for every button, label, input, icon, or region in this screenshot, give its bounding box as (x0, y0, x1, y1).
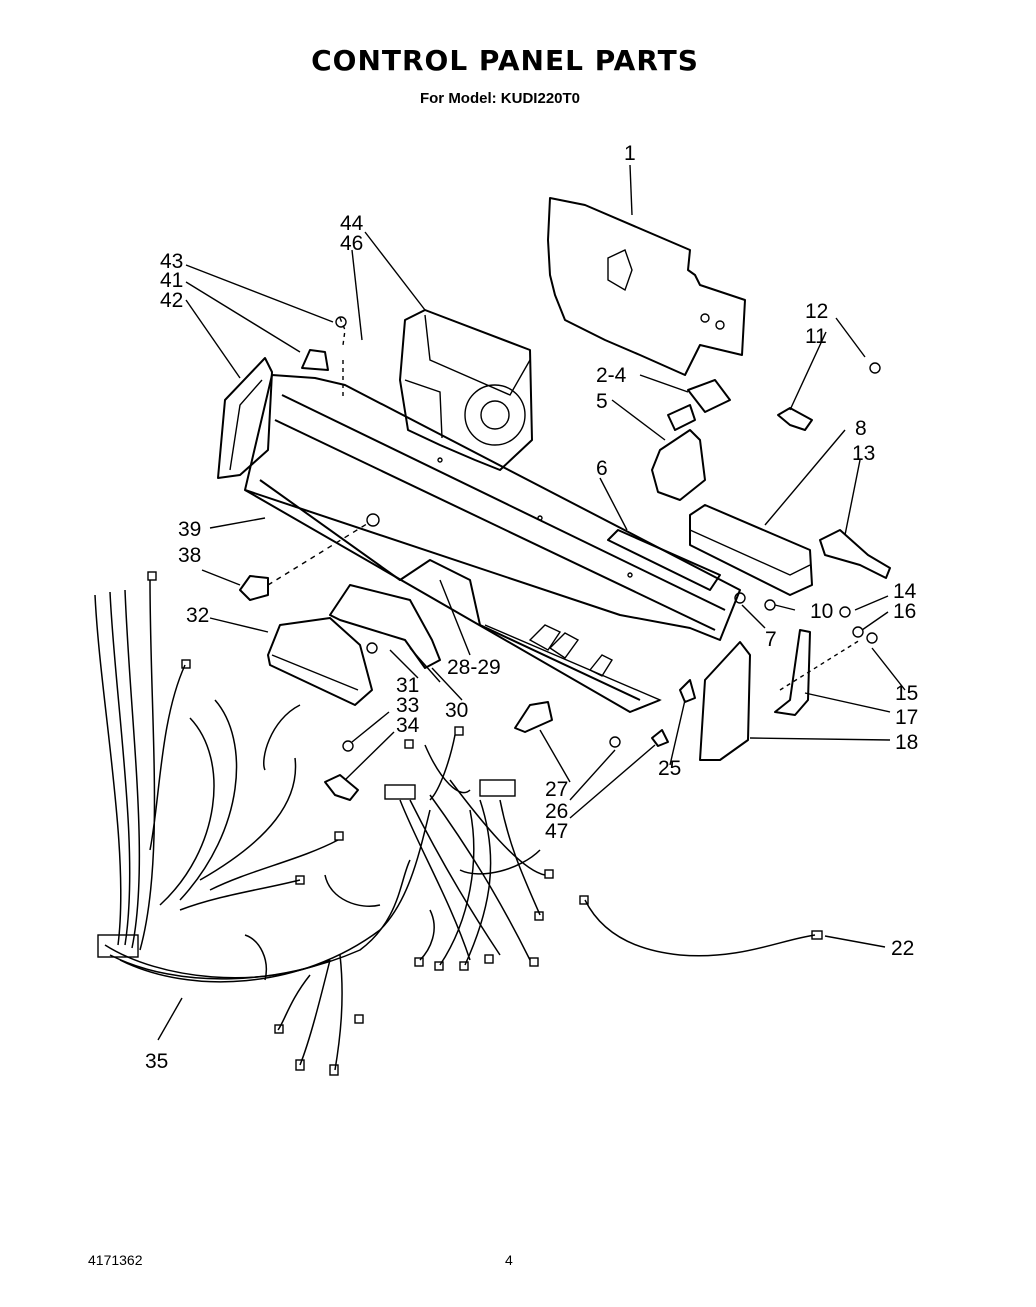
callout-38: 38 (178, 544, 201, 567)
callout-44: 44 (340, 212, 364, 235)
callout-28-29: 28-29 (447, 656, 501, 679)
part-13-clip (819, 529, 891, 579)
callout-33: 33 (396, 694, 419, 717)
callout-27: 27 (545, 778, 568, 801)
part-27-knob (514, 701, 553, 733)
callout-1: 1 (624, 142, 636, 165)
part-30-bracket (329, 584, 441, 669)
callout-43: 43 (160, 250, 183, 273)
part-18-right-end-cap (699, 641, 751, 761)
part-25-clip (609, 679, 696, 748)
page-title: CONTROL PANEL PARTS (311, 44, 699, 77)
callout-18: 18 (895, 731, 918, 754)
callout-10: 10 (810, 600, 833, 623)
callout-14: 14 (893, 580, 917, 603)
part-1-shield (547, 197, 746, 376)
screws-cluster (734, 592, 878, 691)
part-34-clip (324, 740, 359, 801)
part-5-switch (651, 379, 731, 501)
callout-34: 34 (396, 714, 420, 737)
part-35-wire-harness (94, 571, 554, 1076)
part-17-bracket (774, 629, 811, 716)
part-11-clip (777, 362, 881, 431)
callout-39: 39 (178, 518, 201, 541)
callout-26: 26 (545, 800, 568, 823)
part-32-display (267, 617, 373, 706)
part-8-right-module (689, 504, 813, 596)
part-41-bracket (301, 316, 347, 400)
callout-labels: 1 44 46 43 41 42 12 11 2-4 5 8 13 6 39 3… (145, 142, 918, 1073)
callout-5: 5 (596, 390, 608, 413)
callout-8: 8 (855, 417, 867, 440)
callout-17: 17 (895, 706, 918, 729)
callout-32: 32 (186, 604, 209, 627)
part-22-sensor-wire (579, 895, 823, 957)
part-6-bracket (607, 529, 721, 591)
page-number: 4 (505, 1252, 513, 1268)
callout-31: 31 (396, 674, 419, 697)
callout-15: 15 (895, 682, 918, 705)
callout-13: 13 (852, 442, 875, 465)
part-42-left-end-cap (217, 357, 273, 479)
callout-11: 11 (805, 325, 827, 348)
callout-47: 47 (545, 820, 568, 843)
control-panel-body (244, 374, 741, 713)
callout-7: 7 (765, 628, 777, 651)
callout-2-4: 2-4 (596, 364, 627, 387)
leader-lines (157, 164, 906, 1041)
document-number: 4171362 (88, 1252, 143, 1268)
callout-22: 22 (891, 937, 914, 960)
part-38-knob (239, 521, 371, 601)
callout-6: 6 (596, 457, 608, 480)
callout-16: 16 (893, 600, 916, 623)
callout-30: 30 (445, 699, 468, 722)
callout-42: 42 (160, 289, 183, 312)
callout-12: 12 (805, 300, 828, 323)
callout-46: 46 (340, 232, 363, 255)
model-subtitle: For Model: KUDI220T0 (419, 90, 581, 107)
callout-35: 35 (145, 1050, 168, 1073)
callout-41: 41 (160, 269, 183, 292)
part-44-control-module (399, 309, 533, 471)
callout-25: 25 (658, 757, 681, 780)
